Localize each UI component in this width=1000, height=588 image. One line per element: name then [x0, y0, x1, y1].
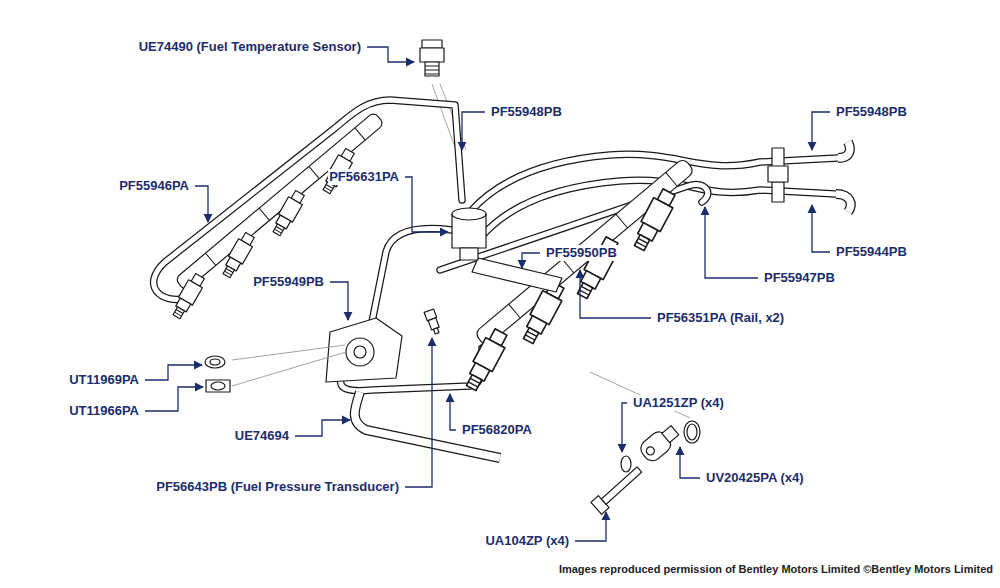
part-number: UT11969PA: [68, 372, 140, 388]
part-number: PF55944PB: [835, 244, 908, 260]
part-number: PF56351PA (Rail, x2): [656, 310, 785, 326]
part-number: UE74694: [234, 428, 290, 444]
part-number: PF55947PB: [763, 270, 836, 286]
part-number: PF55948PB: [490, 104, 563, 120]
part-number: UV20425PA (x4): [705, 470, 805, 486]
part-number: PF56820PA: [461, 422, 533, 438]
part-number: UA1251ZP (x4): [632, 395, 725, 411]
copyright-caption: Images reproduced permission of Bentley …: [559, 562, 993, 576]
part-number: PF56631PA: [328, 169, 400, 185]
part-number: UT11966PA: [68, 403, 140, 419]
part-number: PF56643PB (Fuel Pressure Transducer): [155, 479, 400, 495]
part-number: PF55948PB: [835, 104, 908, 120]
part-number: UA104ZP (x4): [484, 533, 570, 549]
leader-lines: [145, 47, 830, 541]
part-number: UE74490 (Fuel Temperature Sensor): [138, 39, 362, 55]
part-number: PF55950PB: [545, 245, 618, 261]
part-number: PF55949PB: [252, 274, 325, 290]
part-number: PF55946PA: [118, 178, 190, 194]
